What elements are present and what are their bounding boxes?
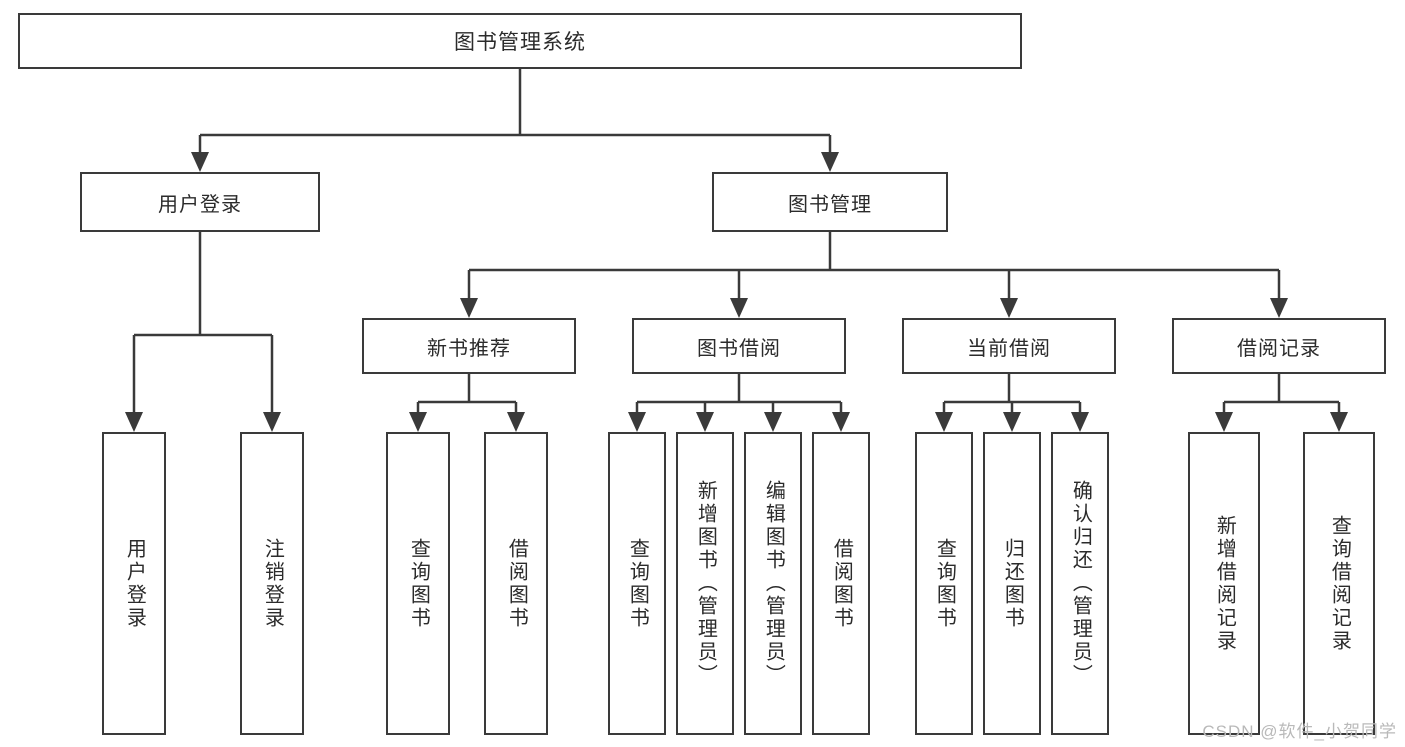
- node-leaf-borrow-book-1: 借阅图书: [484, 432, 548, 735]
- node-root: 图书管理系统: [18, 13, 1022, 69]
- node-label: 编辑图书（管理员）: [762, 480, 785, 687]
- node-leaf-logout: 注销登录: [240, 432, 304, 735]
- node-leaf-confirm-return: 确认归还（管理员）: [1051, 432, 1109, 735]
- arrowhead: [1215, 412, 1233, 432]
- arrowhead: [1003, 412, 1021, 432]
- arrowhead: [832, 412, 850, 432]
- node-label: 图书管理: [788, 193, 872, 216]
- node-leaf-query-book-2: 查询图书: [608, 432, 666, 735]
- node-label: 借阅图书: [830, 537, 853, 630]
- node-label: 用户登录: [158, 193, 242, 216]
- arrowhead: [1071, 412, 1089, 432]
- node-book-manage: 图书管理: [712, 172, 948, 232]
- arrowhead: [764, 412, 782, 432]
- node-label: 查询借阅记录: [1328, 514, 1351, 653]
- node-user-login: 用户登录: [80, 172, 320, 232]
- arrowhead: [628, 412, 646, 432]
- arrowhead: [1000, 298, 1018, 318]
- node-leaf-add-book: 新增图书（管理员）: [676, 432, 734, 735]
- node-leaf-query-book-1: 查询图书: [386, 432, 450, 735]
- arrowhead: [263, 412, 281, 432]
- node-leaf-edit-book: 编辑图书（管理员）: [744, 432, 802, 735]
- node-label: 新书推荐: [427, 337, 511, 360]
- node-label: 借阅图书: [505, 537, 528, 630]
- arrowhead: [460, 298, 478, 318]
- node-label: 当前借阅: [967, 337, 1051, 360]
- node-label: 用户登录: [123, 537, 146, 630]
- arrowhead: [191, 152, 209, 172]
- node-label: 确认归还（管理员）: [1069, 480, 1092, 687]
- node-label: 查询图书: [626, 537, 649, 630]
- arrowhead: [409, 412, 427, 432]
- node-book-borrow: 图书借阅: [632, 318, 846, 374]
- node-leaf-add-record: 新增借阅记录: [1188, 432, 1260, 735]
- node-leaf-borrow-book-2: 借阅图书: [812, 432, 870, 735]
- arrowhead: [1270, 298, 1288, 318]
- node-label: 新增借阅记录: [1213, 514, 1236, 653]
- node-label: 查询图书: [933, 537, 956, 630]
- arrowhead: [696, 412, 714, 432]
- arrowhead: [821, 152, 839, 172]
- node-leaf-query-record: 查询借阅记录: [1303, 432, 1375, 735]
- node-borrow-record: 借阅记录: [1172, 318, 1386, 374]
- node-label: 借阅记录: [1237, 337, 1321, 360]
- arrowhead: [730, 298, 748, 318]
- node-leaf-return-book: 归还图书: [983, 432, 1041, 735]
- node-label: 注销登录: [261, 537, 284, 630]
- node-label: 图书借阅: [697, 337, 781, 360]
- node-leaf-query-book-3: 查询图书: [915, 432, 973, 735]
- node-leaf-user-login: 用户登录: [102, 432, 166, 735]
- node-current-borrow: 当前借阅: [902, 318, 1116, 374]
- node-label: 查询图书: [407, 537, 430, 630]
- arrowhead: [125, 412, 143, 432]
- node-label: 归还图书: [1001, 537, 1024, 630]
- node-label: 图书管理系统: [454, 31, 586, 54]
- arrowhead: [1330, 412, 1348, 432]
- arrowhead: [507, 412, 525, 432]
- node-new-book-rec: 新书推荐: [362, 318, 576, 374]
- arrowhead: [935, 412, 953, 432]
- csdn-watermark: CSDN @软件_小贺同学: [1202, 722, 1397, 741]
- node-label: 新增图书（管理员）: [694, 480, 717, 687]
